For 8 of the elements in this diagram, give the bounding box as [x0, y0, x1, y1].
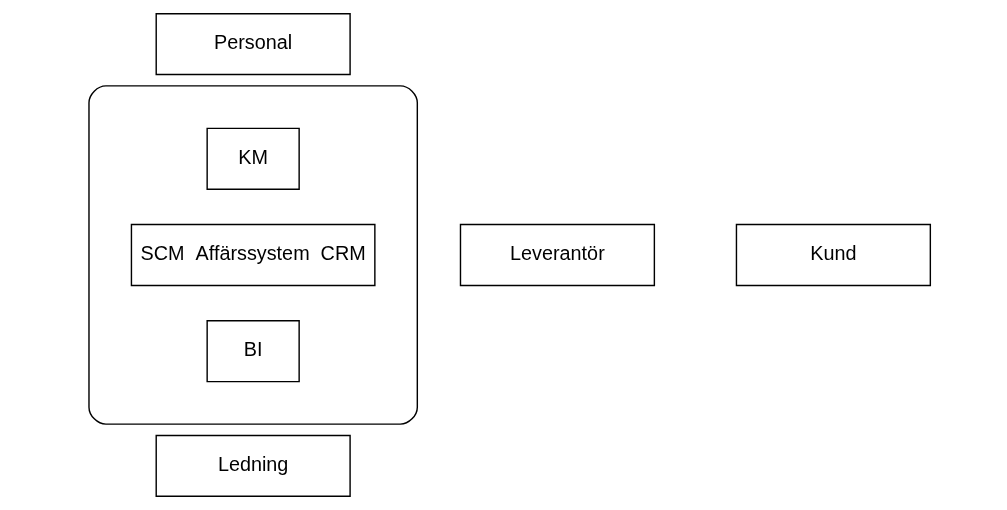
node-box: Kund: [735, 223, 931, 287]
node-box: Ledning: [155, 434, 351, 497]
node-box: SCM Affärssystem CRM: [130, 223, 376, 287]
node-box: Personal: [155, 13, 351, 76]
node-box: KM: [205, 127, 300, 190]
node-box: BI: [205, 320, 300, 383]
cluster: [87, 85, 418, 425]
node-box: Leverantör: [459, 223, 655, 287]
